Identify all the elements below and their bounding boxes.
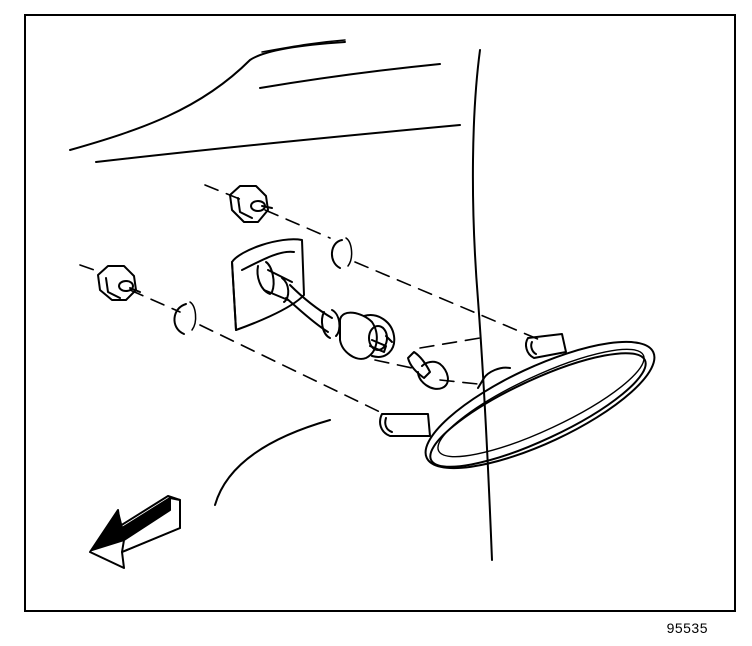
bulb-socket-icon — [339, 311, 396, 360]
wiring-harness-icon — [256, 261, 341, 339]
alignment-dashed-lines — [79, 184, 541, 413]
upper-lamp-stud-icon — [525, 333, 567, 359]
vehicle-body-contours — [69, 39, 493, 561]
lower-mounting-hole-icon — [173, 301, 197, 335]
upper-mounting-hole-icon — [331, 237, 353, 269]
figure-number: 95535 — [666, 620, 708, 636]
light-bulb-icon — [407, 351, 449, 390]
side-marker-lamp-icon — [424, 340, 656, 470]
mounting-bracket-icon — [231, 238, 305, 331]
lower-nut-icon — [97, 265, 141, 301]
upper-nut-icon — [229, 185, 273, 223]
forward-direction-arrow-icon — [89, 495, 181, 569]
lower-lamp-stud-icon — [379, 413, 431, 437]
